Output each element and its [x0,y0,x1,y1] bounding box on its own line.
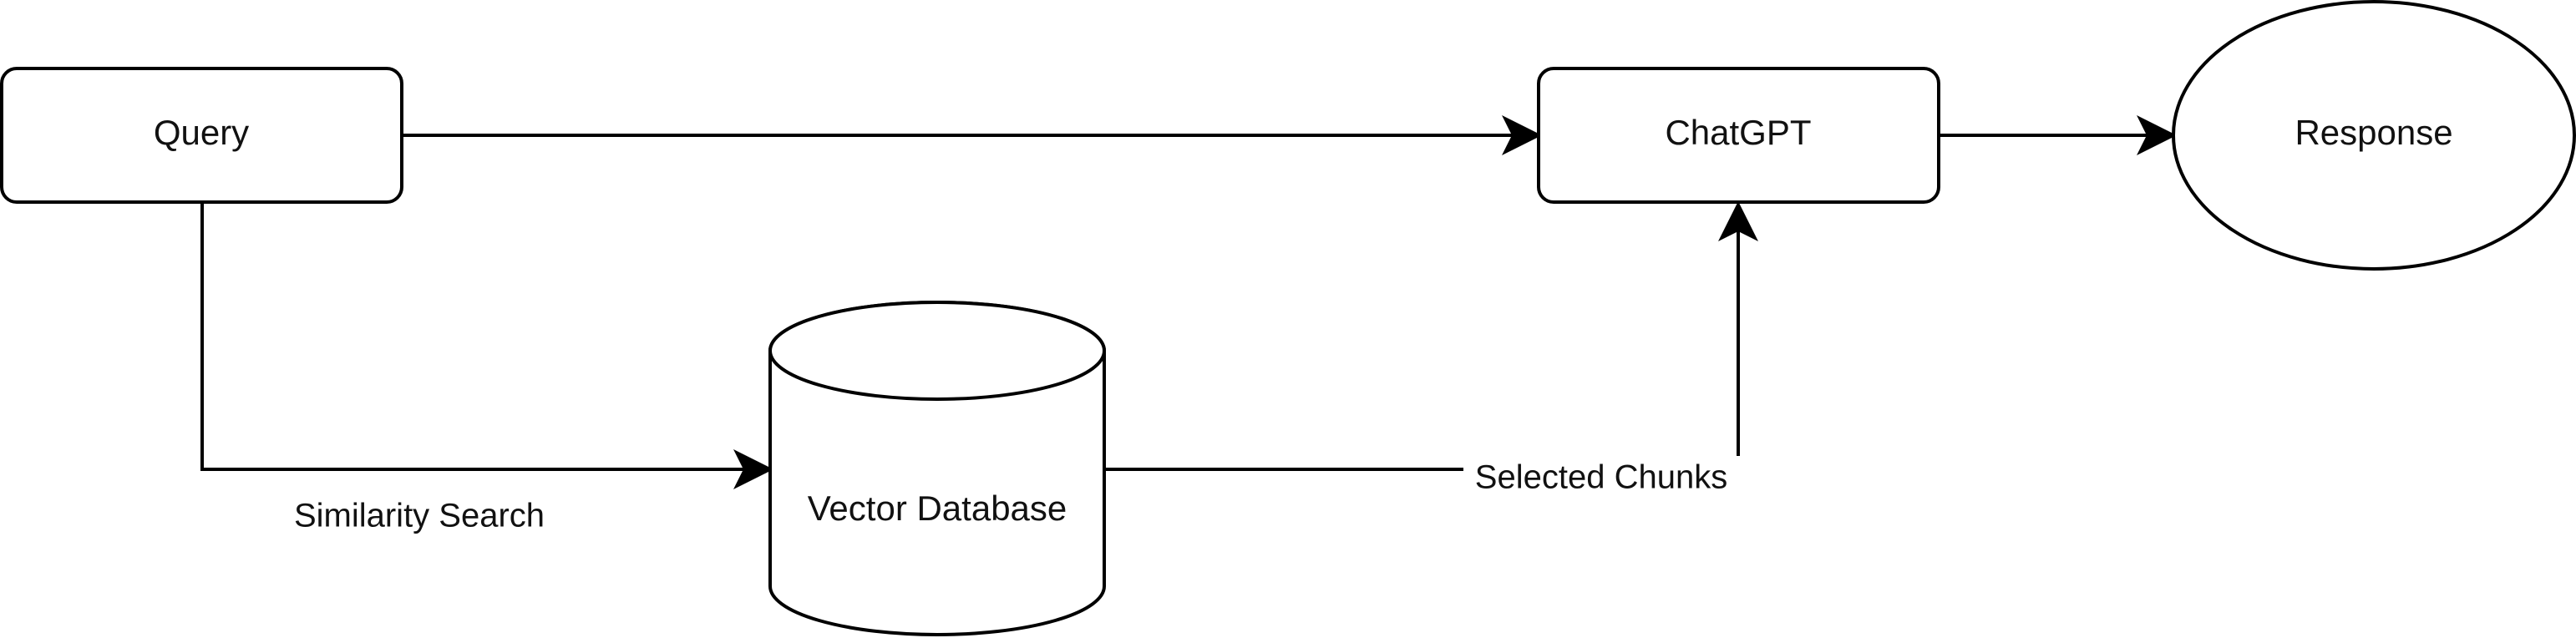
vector-database-node[interactable]: Vector Database [768,301,1106,636]
chatgpt-node[interactable]: ChatGPT [1537,67,1940,204]
query-box [0,67,403,204]
vector-database-label: Vector Database [808,489,1067,528]
vector-database-cylinder-top [768,301,1106,401]
chatgpt-box [1537,67,1940,204]
query-to-vector-db-edge [200,203,773,489]
similarity-search-label: Similarity Search [294,498,545,534]
selected-chunks-label: Selected Chunks [1475,459,1727,496]
query-label: Query [154,113,249,152]
chatgpt-label: ChatGPT [1665,113,1811,152]
response-label: Response [2295,113,2452,152]
response-node[interactable]: Response [2172,0,2576,271]
query-node[interactable]: Query [0,67,403,204]
response-ellipse [2172,0,2576,271]
